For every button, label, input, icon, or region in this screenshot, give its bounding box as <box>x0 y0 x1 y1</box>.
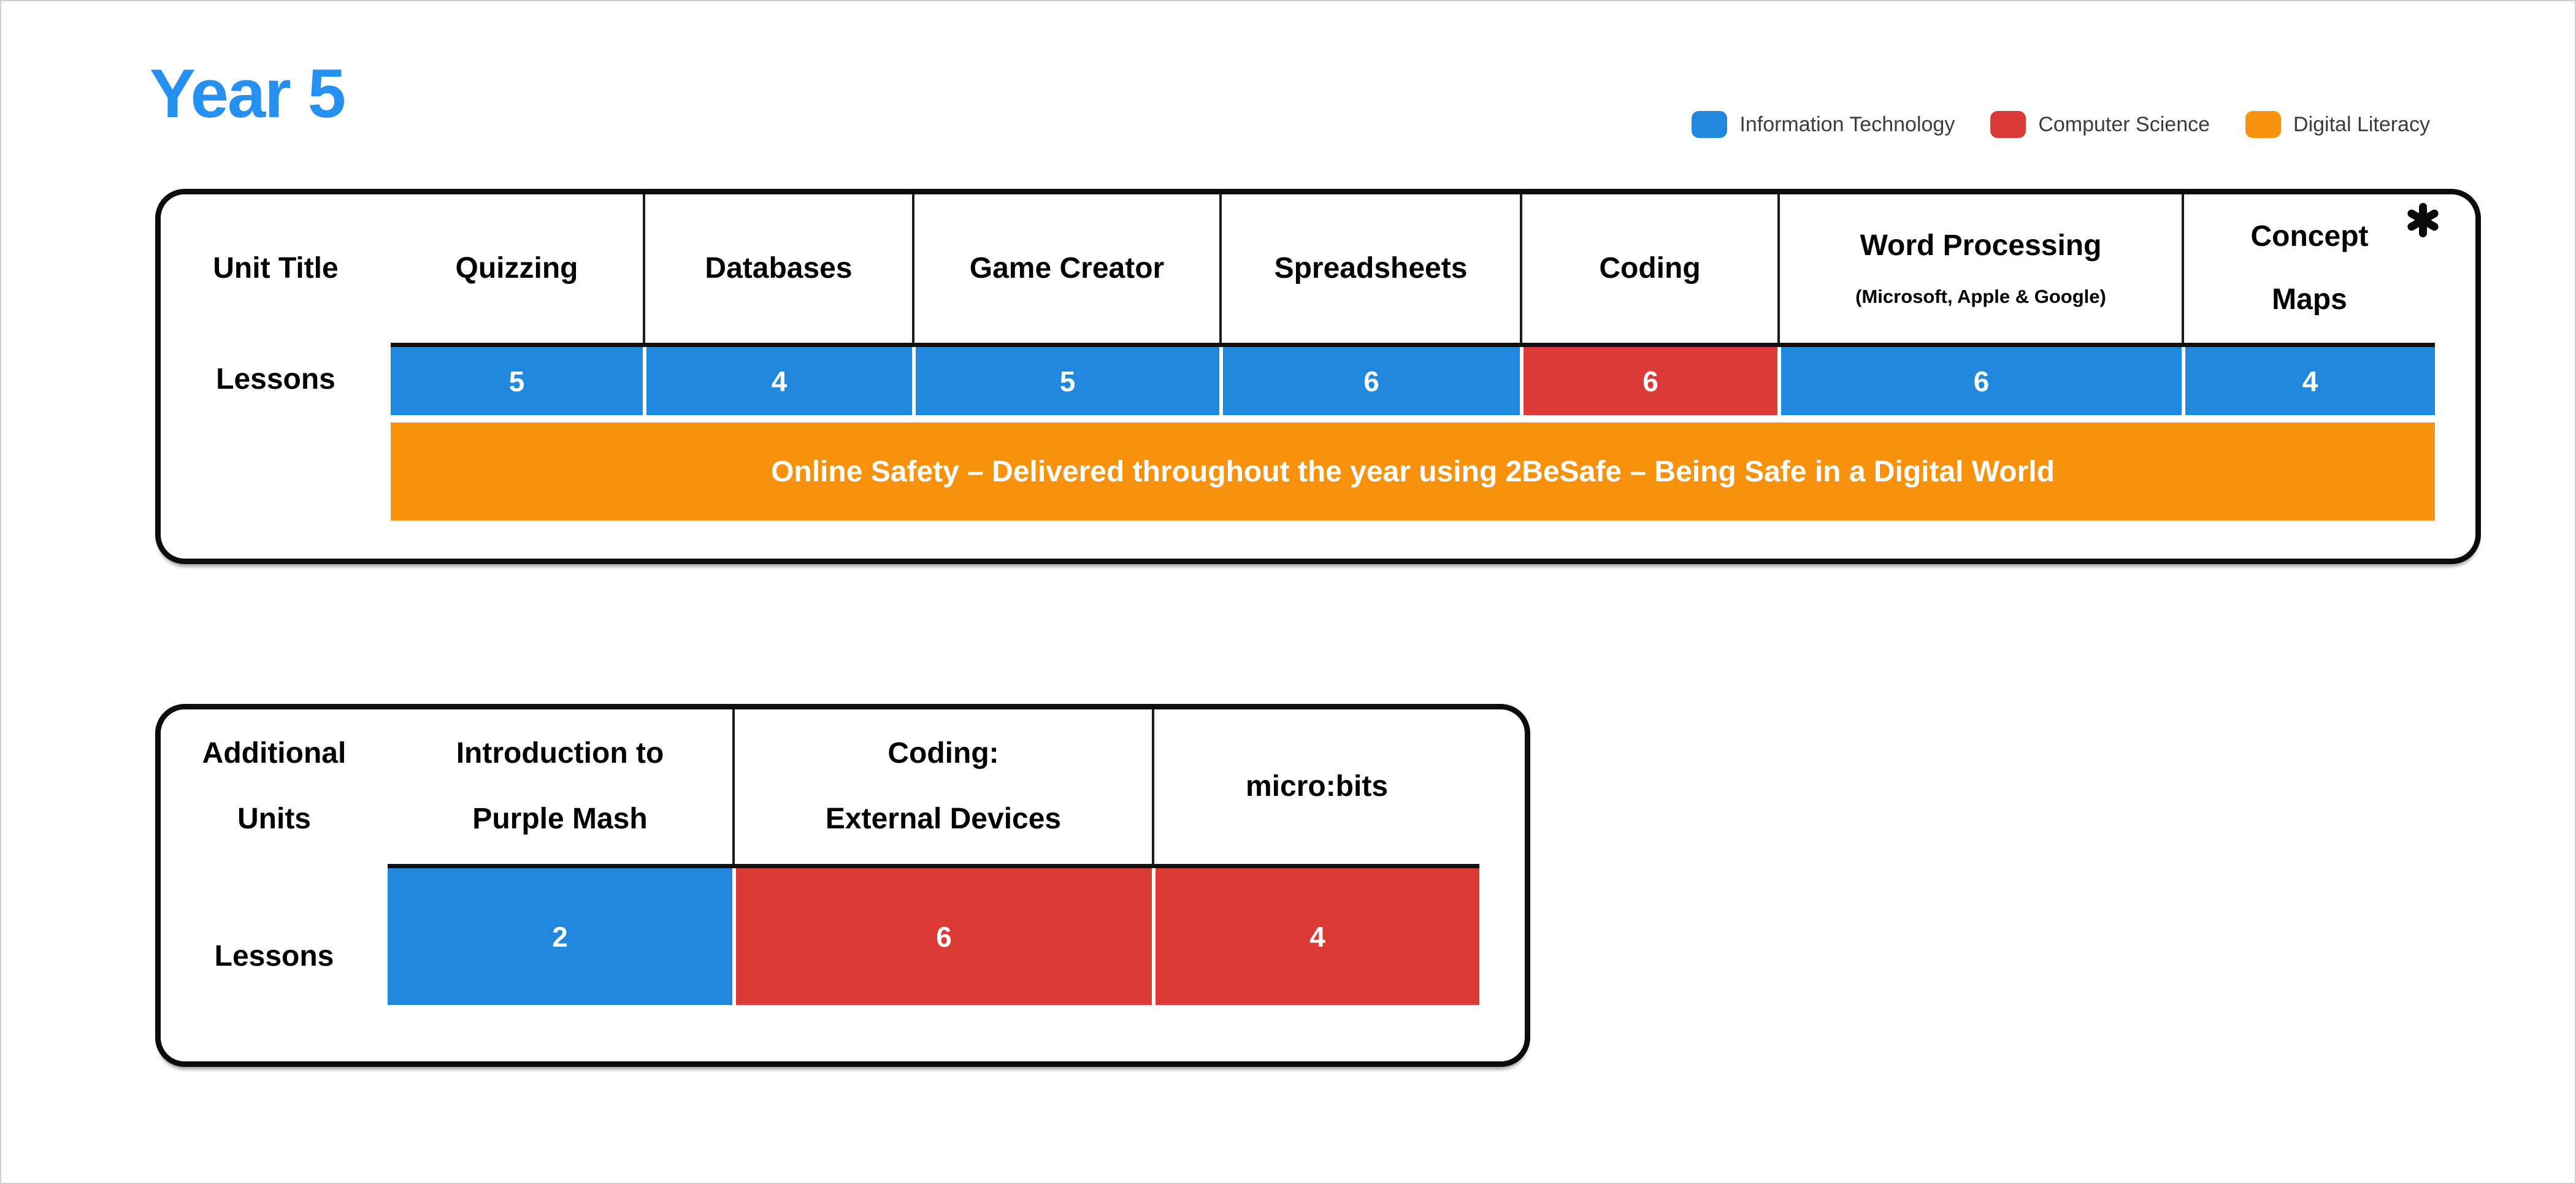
legend: Information Technology Computer Science … <box>1692 111 2430 138</box>
lessons-row-label: Lessons <box>216 362 335 395</box>
unit-header-title-line2: External Devices <box>825 803 1062 835</box>
lessons-cell-databases: 4 <box>643 347 912 415</box>
unit-header-title-line1: Coding: <box>887 737 999 770</box>
unit-header-databases: Databases <box>643 194 912 343</box>
legend-label: Information Technology <box>1739 112 1955 136</box>
unit-header-coding: Coding <box>1520 194 1777 343</box>
header-right-pad <box>1479 709 1525 864</box>
unit-header-introduction-to-purple-mash: Introduction to Purple Mash <box>388 709 732 864</box>
label-line2: Units <box>237 803 311 835</box>
unit-header-concept-maps: Concept Maps <box>2182 194 2435 343</box>
label-line1: Additional <box>202 737 347 770</box>
lessons-row: 5 4 5 6 6 6 4 <box>391 343 2435 415</box>
lessons-cell-concept-maps: 4 <box>2182 347 2435 415</box>
unit-header-title-line1: Concept <box>2250 220 2369 253</box>
additional-units-title-row: Additional Units Introduction to Purple … <box>161 709 1525 864</box>
unit-header-coding-external-devices: Coding: External Devices <box>732 709 1152 864</box>
page-title: Year 5 <box>150 55 346 132</box>
legend-item-information-technology: Information Technology <box>1692 111 1955 138</box>
online-safety-banner: Online Safety – Delivered throughout the… <box>391 422 2435 521</box>
unit-title-row-label: Unit Title <box>213 251 339 285</box>
lessons-cell-quizzing: 5 <box>391 347 643 415</box>
legend-item-digital-literacy: Digital Literacy <box>2245 111 2430 138</box>
unit-header-title: Word Processing <box>1860 229 2102 262</box>
unit-header-subtitle: (Microsoft, Apple & Google) <box>1855 286 2106 308</box>
lessons-cell-word-processing: 6 <box>1777 347 2182 415</box>
additional-lessons-row: 2 6 4 <box>388 864 1479 1005</box>
additional-units-table: Additional Units Introduction to Purple … <box>155 704 1530 1067</box>
unit-header-title-line2: Purple Mash <box>472 803 648 835</box>
unit-header-spreadsheets: Spreadsheets <box>1219 194 1520 343</box>
unit-header-title-line2: Maps <box>2272 283 2347 316</box>
lessons-cell-coding-external-devices: 6 <box>732 868 1152 1005</box>
unit-header-game-creator: Game Creator <box>912 194 1219 343</box>
information-technology-swatch-icon <box>1692 111 1728 138</box>
year-units-table: Unit Title Quizzing Databases Game Creat… <box>155 189 2481 564</box>
additional-units-row-label: Additional Units <box>161 709 388 864</box>
lessons-cell-game-creator: 5 <box>912 347 1219 415</box>
lessons-cell-coding: 6 <box>1520 347 1777 415</box>
footnote-asterisk-icon <box>2405 203 2440 237</box>
unit-header-title-line1: Introduction to <box>456 737 664 770</box>
lessons-row-label: Lessons <box>214 939 334 972</box>
lessons-cell-introduction-to-purple-mash: 2 <box>388 868 732 1005</box>
legend-item-computer-science: Computer Science <box>1990 111 2210 138</box>
legend-label: Computer Science <box>2038 112 2210 136</box>
computer-science-swatch-icon <box>1990 111 2026 138</box>
unit-header-quizzing: Quizzing <box>455 251 578 285</box>
lessons-cell-microbits: 4 <box>1152 868 1479 1005</box>
unit-header-word-processing: Word Processing (Microsoft, Apple & Goog… <box>1777 194 2182 343</box>
lessons-cell-spreadsheets: 6 <box>1219 347 1520 415</box>
header-right-pad <box>2435 194 2475 343</box>
legend-label: Digital Literacy <box>2293 112 2430 136</box>
unit-title-row: Unit Title Quizzing Databases Game Creat… <box>161 194 2475 343</box>
unit-header-microbits: micro:bits <box>1152 709 1479 864</box>
digital-literacy-swatch-icon <box>2245 111 2282 138</box>
